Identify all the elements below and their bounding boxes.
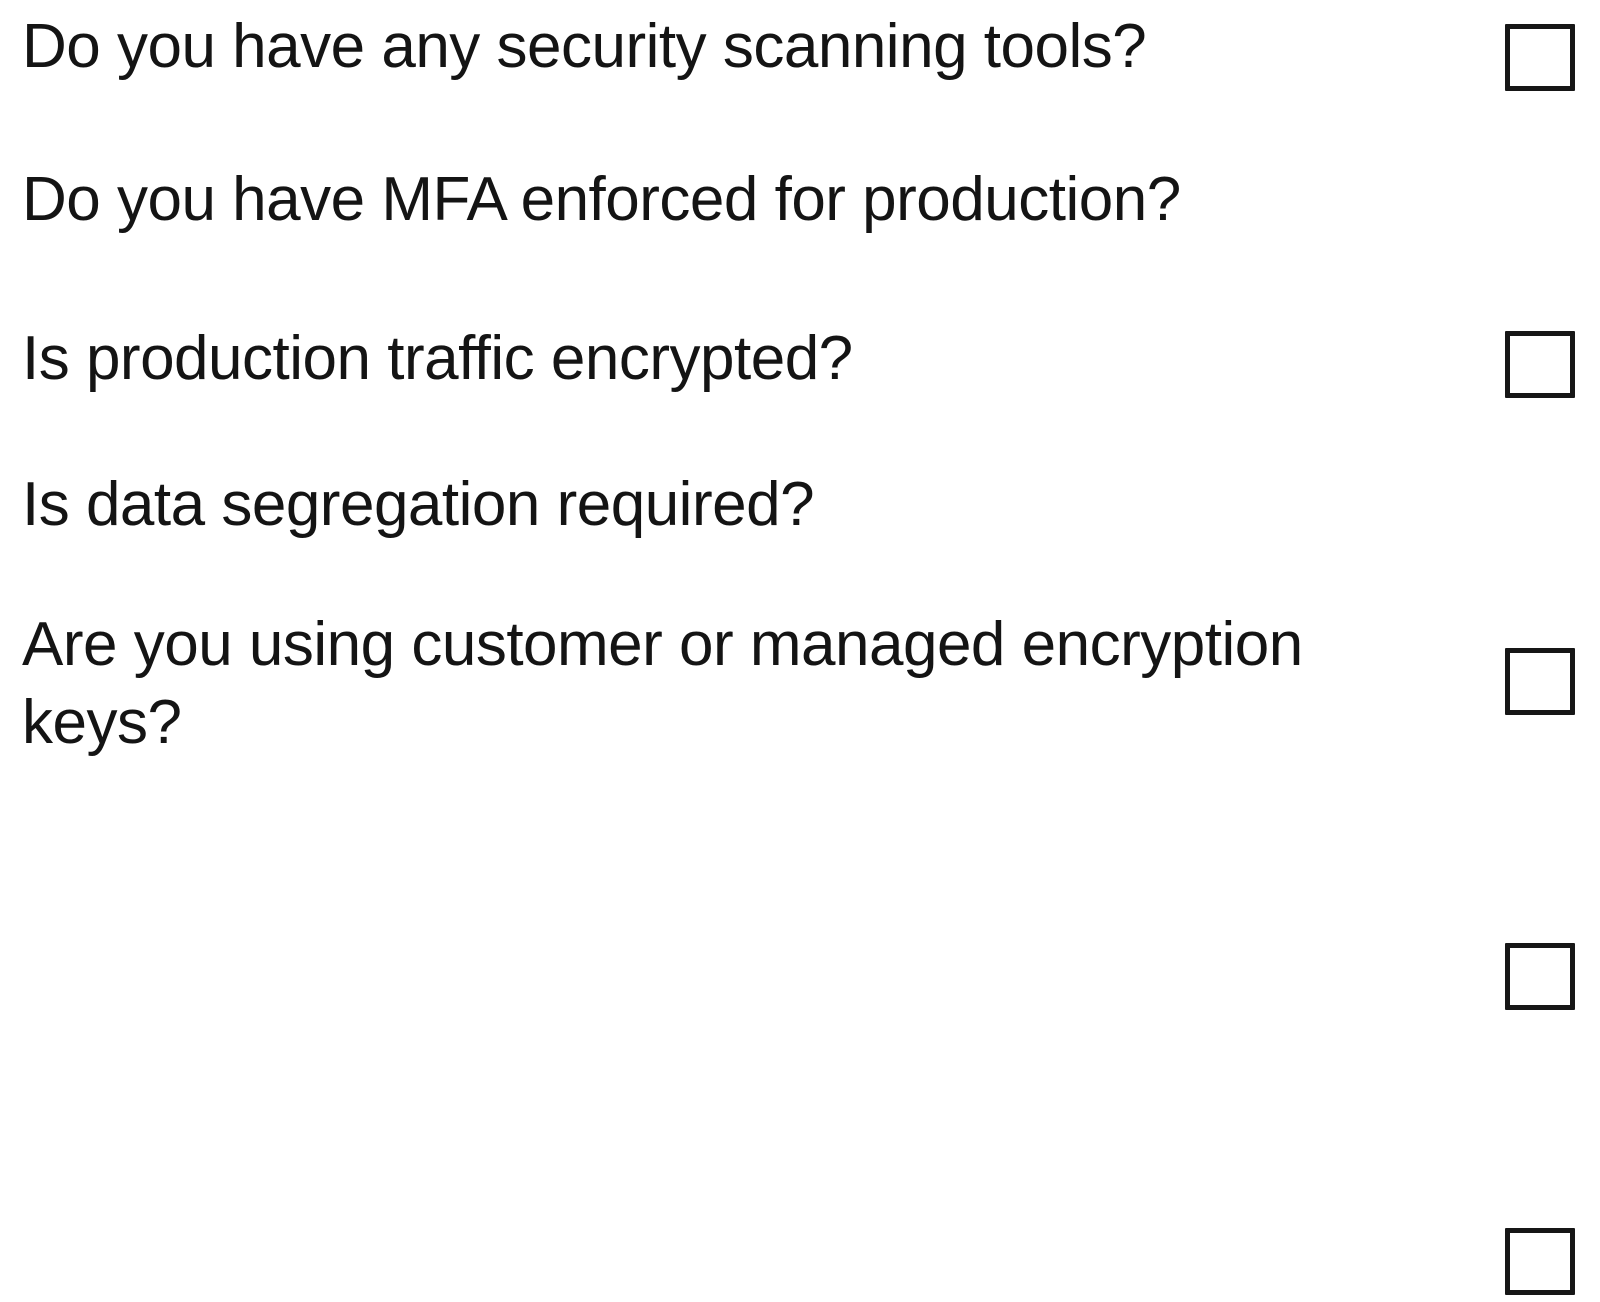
checkbox-security-scanning-tools[interactable] (1505, 24, 1575, 91)
question-label: Is production traffic encrypted? (22, 324, 853, 393)
checkbox-data-segregation-required[interactable] (1505, 943, 1575, 1010)
question-label: Do you have MFA enforced for production? (22, 165, 1181, 234)
checkbox-cell[interactable] (1505, 24, 1579, 98)
checkbox-cell[interactable] (1505, 1228, 1579, 1302)
checkbox-cell[interactable] (1505, 943, 1579, 1017)
checkbox-production-traffic-encrypted[interactable] (1505, 648, 1575, 715)
question-row: Do you have MFA enforced for production? (0, 161, 1600, 398)
checkbox-cell[interactable] (1505, 648, 1579, 722)
security-questionnaire: Do you have any security scanning tools?… (0, 8, 1600, 1295)
question-label: Are you using customer or managed encryp… (22, 610, 1320, 757)
checkbox-cell[interactable] (1505, 331, 1579, 405)
question-label: Is data segregation required? (22, 470, 815, 539)
question-row: Is production traffic encrypted? (0, 320, 1600, 715)
question-row: Is data segregation required? (0, 466, 1600, 1010)
checkbox-customer-or-managed-encryption-keys[interactable] (1505, 1228, 1575, 1295)
question-row: Do you have any security scanning tools? (0, 8, 1600, 91)
checkbox-mfa-enforced-production[interactable] (1505, 331, 1575, 398)
question-label: Do you have any security scanning tools? (22, 12, 1147, 81)
question-row: Are you using customer or managed encryp… (0, 606, 1600, 1295)
